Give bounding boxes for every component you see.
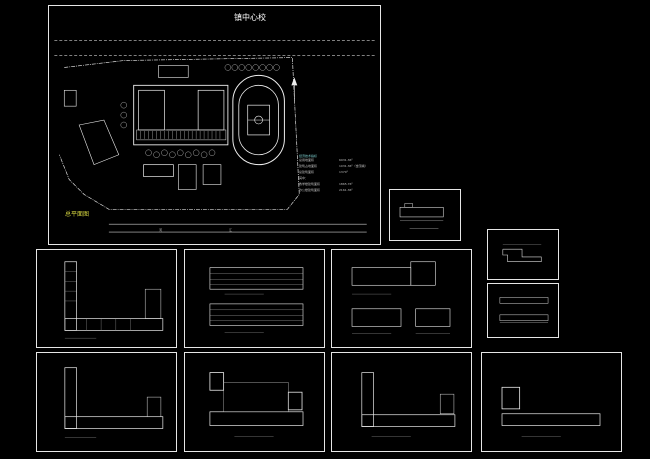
floor-plan-drawing: [64, 367, 164, 438]
detail-sheet-small-1: [389, 189, 461, 241]
floor-plan-sheet-2: [36, 352, 177, 452]
tech-row: 其中：: [299, 176, 309, 180]
site-plan-caption: 总平面图: [65, 211, 90, 218]
tech-table-title: 经济技术指标: [299, 154, 318, 158]
tech-row: 建筑占地面积 1031.36²（含围墙）: [299, 164, 368, 168]
tech-row: 办公楼建筑面积 2161.36²: [299, 188, 353, 192]
detail-drawing: [499, 297, 549, 323]
floor-plan-drawing: [501, 386, 601, 437]
tech-row: 总用地面积 6931.36²: [299, 158, 353, 162]
detail-sheet-small-3: [487, 283, 559, 338]
floor-plan-drawing: [361, 372, 456, 437]
floor-plan-sheet-3: [184, 352, 325, 452]
detail-drawing: [502, 244, 542, 262]
floor-plan-sheet-4: [331, 352, 472, 452]
tech-row: 总建筑面积 1370²: [299, 170, 348, 174]
elevation-sheet-1: [184, 249, 325, 348]
elevation-drawing: [351, 261, 451, 334]
tech-table: 经济技术指标 总用地面积 6931.36² 建筑占地面积 1031.36²（含围…: [299, 154, 377, 194]
elevation-sheet-2: [331, 249, 472, 348]
site-plan-sheet: 镇中心校 总平面图 江 河 经济技术指标 总用地面积 6931.36² 建筑占地…: [48, 5, 381, 245]
river-label: 河: [159, 228, 163, 232]
site-plan-drawing: [54, 40, 375, 233]
tech-row: 教学楼建筑面积 1865.76²: [299, 182, 353, 186]
detail-sheet-small-2: [487, 229, 559, 280]
floor-plan-sheet-1: [36, 249, 177, 348]
floor-plan-drawing: [64, 261, 164, 339]
site-plan-title: 镇中心校: [234, 13, 266, 22]
elevation-drawing: [209, 267, 304, 333]
floor-plan-sheet-5: [481, 352, 622, 452]
floor-plan-drawing: [209, 372, 304, 437]
road-label: 江: [229, 228, 233, 232]
detail-drawing: [399, 203, 444, 229]
